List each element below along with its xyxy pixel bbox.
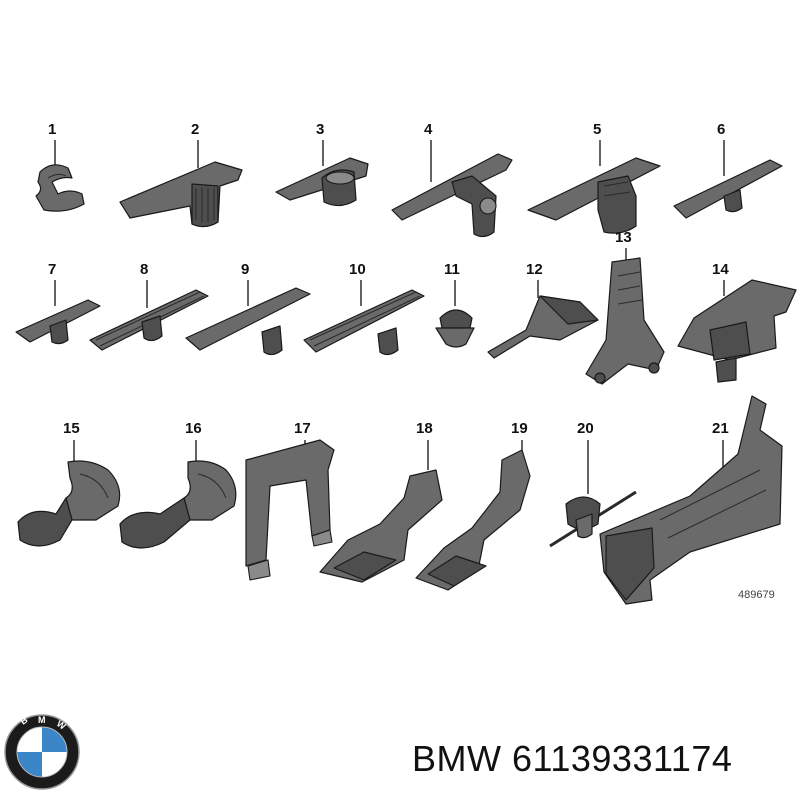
part-17: 17	[245, 420, 335, 581]
label-19: 19	[511, 420, 528, 437]
part-13: 13	[585, 229, 665, 385]
part-6: 6	[673, 121, 783, 219]
reference-number: 489679	[738, 589, 775, 601]
label-16: 16	[185, 420, 202, 437]
label-6: 6	[717, 121, 725, 138]
part-9: 9	[185, 261, 311, 356]
label-4: 4	[424, 121, 433, 138]
label-11: 11	[444, 261, 460, 278]
part-4: 4	[391, 121, 513, 238]
part-12: 12	[487, 261, 599, 359]
part-7: 7	[15, 261, 101, 345]
part-1: 1	[35, 121, 85, 212]
part-8: 8	[89, 261, 209, 351]
label-3: 3	[316, 121, 324, 138]
part-18: 18	[319, 420, 443, 583]
label-18: 18	[416, 420, 433, 437]
label-9: 9	[241, 261, 249, 278]
part-11: 11	[435, 261, 475, 348]
part-15: 15	[17, 420, 121, 547]
label-14: 14	[712, 261, 729, 278]
part-20: 20	[549, 420, 637, 548]
part-14: 14	[677, 261, 797, 383]
brand-part-number: BMW 61139331174	[412, 738, 732, 780]
part-5: 5	[527, 121, 661, 234]
label-15: 15	[63, 420, 80, 437]
label-1: 1	[48, 121, 56, 138]
part-10: 10	[303, 261, 425, 356]
label-2: 2	[191, 121, 199, 138]
label-20: 20	[577, 420, 594, 437]
brand-name: BMW	[412, 738, 502, 779]
part-number: 61139331174	[512, 738, 733, 779]
part-16: 16	[119, 420, 237, 549]
part-21: 21	[599, 395, 783, 605]
part-3: 3	[275, 121, 369, 207]
label-8: 8	[140, 261, 148, 278]
svg-text:B: B	[18, 714, 29, 726]
label-5: 5	[593, 121, 601, 138]
part-2: 2	[119, 121, 243, 228]
svg-text:M: M	[38, 715, 46, 725]
label-13: 13	[615, 229, 632, 246]
label-21: 21	[712, 420, 729, 437]
part-19: 19	[415, 420, 531, 591]
bmw-logo: B M W	[4, 714, 80, 790]
label-7: 7	[48, 261, 56, 278]
label-10: 10	[349, 261, 366, 278]
label-12: 12	[526, 261, 543, 278]
label-17: 17	[294, 420, 311, 437]
